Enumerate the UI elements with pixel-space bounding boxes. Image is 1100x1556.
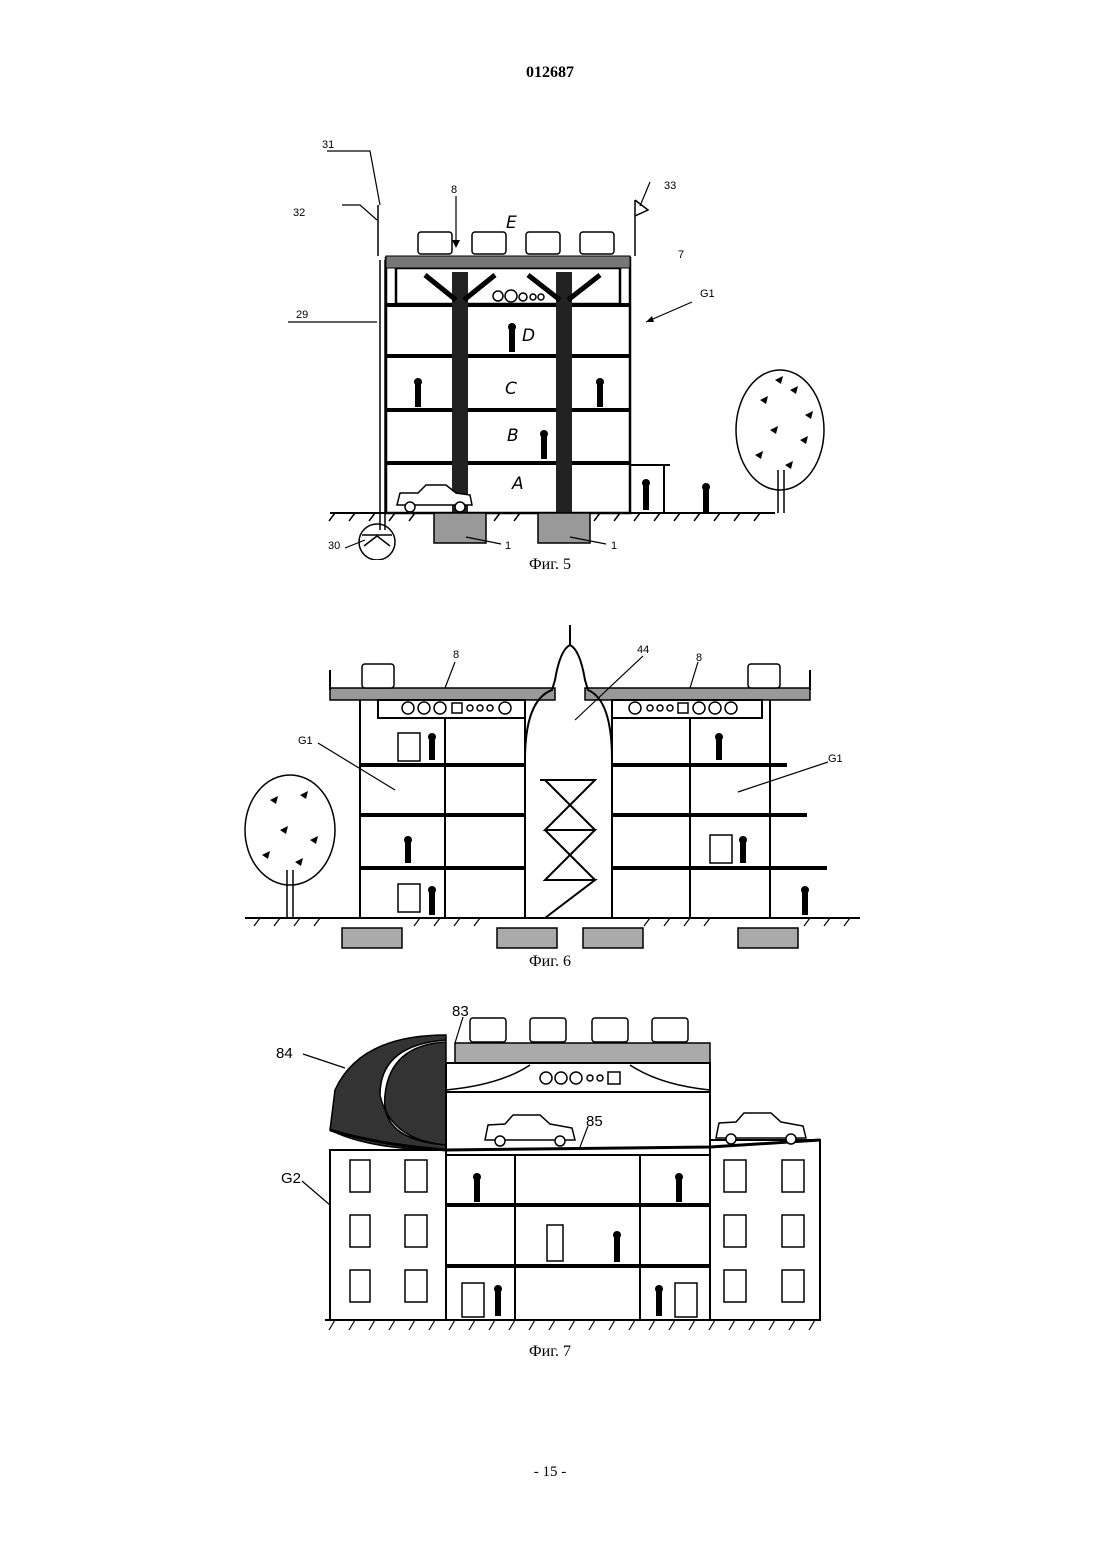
fig7-label-G2: G2 [281,1170,301,1187]
figure-7-caption: Фиг. 7 [0,1343,1100,1361]
fig7-label-83: 83 [452,1003,469,1020]
figure-7-drawing: 83 84 85 G2 [0,0,1100,1360]
page-number: - 15 - [0,1464,1100,1481]
fig7-label-84: 84 [276,1045,293,1062]
fig7-label-85: 85 [586,1113,603,1130]
